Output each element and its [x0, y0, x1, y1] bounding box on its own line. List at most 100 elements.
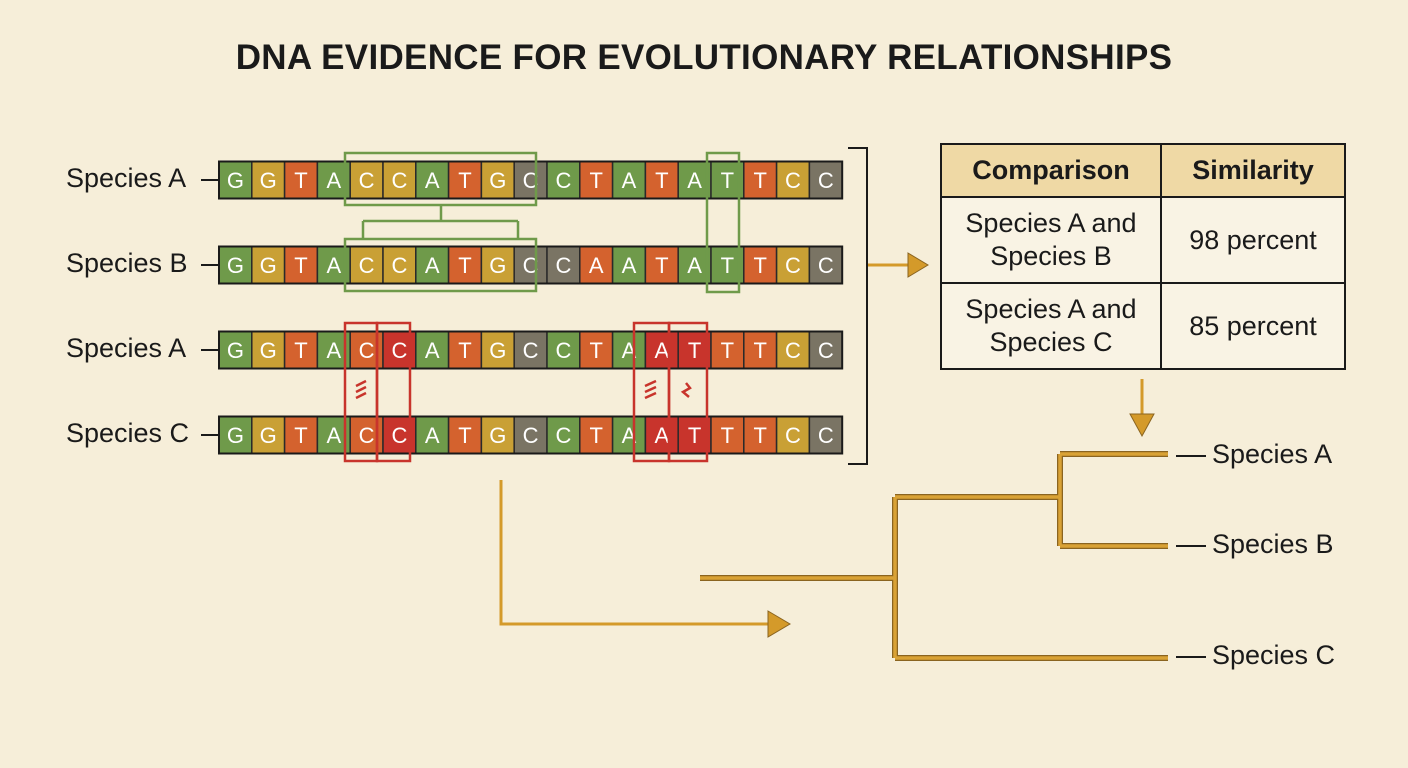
table-cell-comparison: Species A and Species B [940, 196, 1162, 284]
base-letter: T [721, 338, 734, 363]
pair-line: Species A and [965, 208, 1137, 238]
base-letter: C [555, 253, 571, 278]
base-letter: T [458, 338, 471, 363]
base-letter: T [721, 423, 734, 448]
base-letter: C [818, 423, 834, 448]
base-letter: C [523, 423, 539, 448]
base-letter: T [753, 168, 766, 193]
base-letter: T [688, 423, 701, 448]
base-letter: T [721, 168, 734, 193]
base-letter: T [589, 338, 602, 363]
base-cell [447, 160, 483, 200]
base-letter: G [489, 423, 506, 448]
sequence-label-row-3: Species A [66, 333, 187, 363]
base-letter: G [260, 423, 277, 448]
match-bracket-connector [361, 205, 520, 239]
base-letter: G [260, 338, 277, 363]
table-cell-similarity: 98 percent [1160, 196, 1346, 284]
table-row: Species A and Species C 85 percent [940, 282, 1346, 370]
base-letter: A [326, 253, 341, 278]
pair-line: Species B [990, 241, 1112, 271]
base-letter: C [555, 338, 571, 363]
tree-leaf-label-a: Species A [1212, 439, 1333, 469]
arrow-head-right-2 [767, 610, 791, 638]
base-cell [415, 160, 450, 200]
base-letter: C [359, 338, 375, 363]
base-letter: C [523, 168, 539, 193]
base-letter: A [654, 338, 669, 363]
base-letter: A [589, 253, 604, 278]
base-cell [677, 330, 712, 370]
mismatch-mark-2 [644, 379, 657, 400]
base-letter: C [523, 253, 539, 278]
base-cell [743, 415, 778, 455]
base-cell [283, 160, 319, 200]
page-title: DNA EVIDENCE FOR EVOLUTIONARY RELATIONSH… [235, 38, 1173, 77]
arrow-head-down [1129, 413, 1155, 438]
tree-leaf-label-b: Species B [1212, 529, 1334, 559]
base-letter: C [391, 423, 407, 448]
base-cell [611, 245, 647, 285]
base-cell [546, 415, 581, 455]
base-letter: G [489, 253, 506, 278]
mismatch-box-2 [375, 321, 412, 463]
base-letter: T [655, 168, 668, 193]
table-header-row: Comparison Similarity [940, 143, 1346, 198]
base-letter: T [688, 338, 701, 363]
base-letter: A [326, 423, 341, 448]
base-cell [644, 245, 679, 285]
base-letter: T [589, 168, 602, 193]
base-letter: C [391, 338, 407, 363]
base-letter: A [687, 168, 702, 193]
similarity-table: Comparison Similarity Species A and Spec… [940, 143, 1346, 370]
tree-leaf-label-c: Species C [1212, 640, 1336, 670]
base-cell [579, 245, 614, 285]
base-letter: C [785, 168, 801, 193]
match-box-b-top [343, 237, 538, 293]
base-letter: A [622, 168, 637, 193]
base-letter: T [294, 168, 307, 193]
arrow-head-right-1 [907, 252, 929, 278]
sequence-label-row-2: Species B [66, 248, 188, 278]
base-letter: T [294, 338, 307, 363]
arrow-to-tree-elbow [499, 480, 772, 626]
base-letter: G [260, 168, 277, 193]
sequence-label-row-1: Species A [66, 163, 187, 193]
base-cell [480, 245, 515, 285]
arrow-heads [767, 252, 1155, 638]
base-letter: T [721, 253, 734, 278]
mismatch-box-4 [667, 321, 709, 463]
base-letter: T [458, 168, 471, 193]
base-letter: A [425, 423, 440, 448]
base-cell [480, 330, 515, 370]
base-letter: C [785, 338, 801, 363]
table-header-similarity: Similarity [1160, 143, 1346, 198]
tree-label-connectors [1176, 455, 1206, 658]
base-letter: C [359, 253, 375, 278]
base-letter: C [818, 338, 834, 363]
base-letter: A [687, 253, 702, 278]
match-highlights [343, 151, 741, 294]
flow-arrows [499, 263, 1144, 626]
base-letter: T [589, 423, 602, 448]
base-letter: A [425, 338, 440, 363]
base-letter: G [227, 338, 244, 363]
base-letter: C [359, 168, 375, 193]
base-letter: T [753, 423, 766, 448]
base-letter: A [622, 253, 637, 278]
base-letter: T [655, 253, 668, 278]
base-letter: C [785, 423, 801, 448]
base-letter: A [425, 168, 440, 193]
phylogenetic-tree [700, 452, 1168, 660]
base-letter: C [391, 253, 407, 278]
base-letter: G [227, 168, 244, 193]
mismatch-mark-1 [355, 379, 367, 400]
label-connectors [201, 179, 219, 436]
base-letter: G [227, 253, 244, 278]
pair-line: Species A and [965, 294, 1137, 324]
mismatch-mark-3 [680, 382, 692, 398]
base-letter: C [391, 168, 407, 193]
